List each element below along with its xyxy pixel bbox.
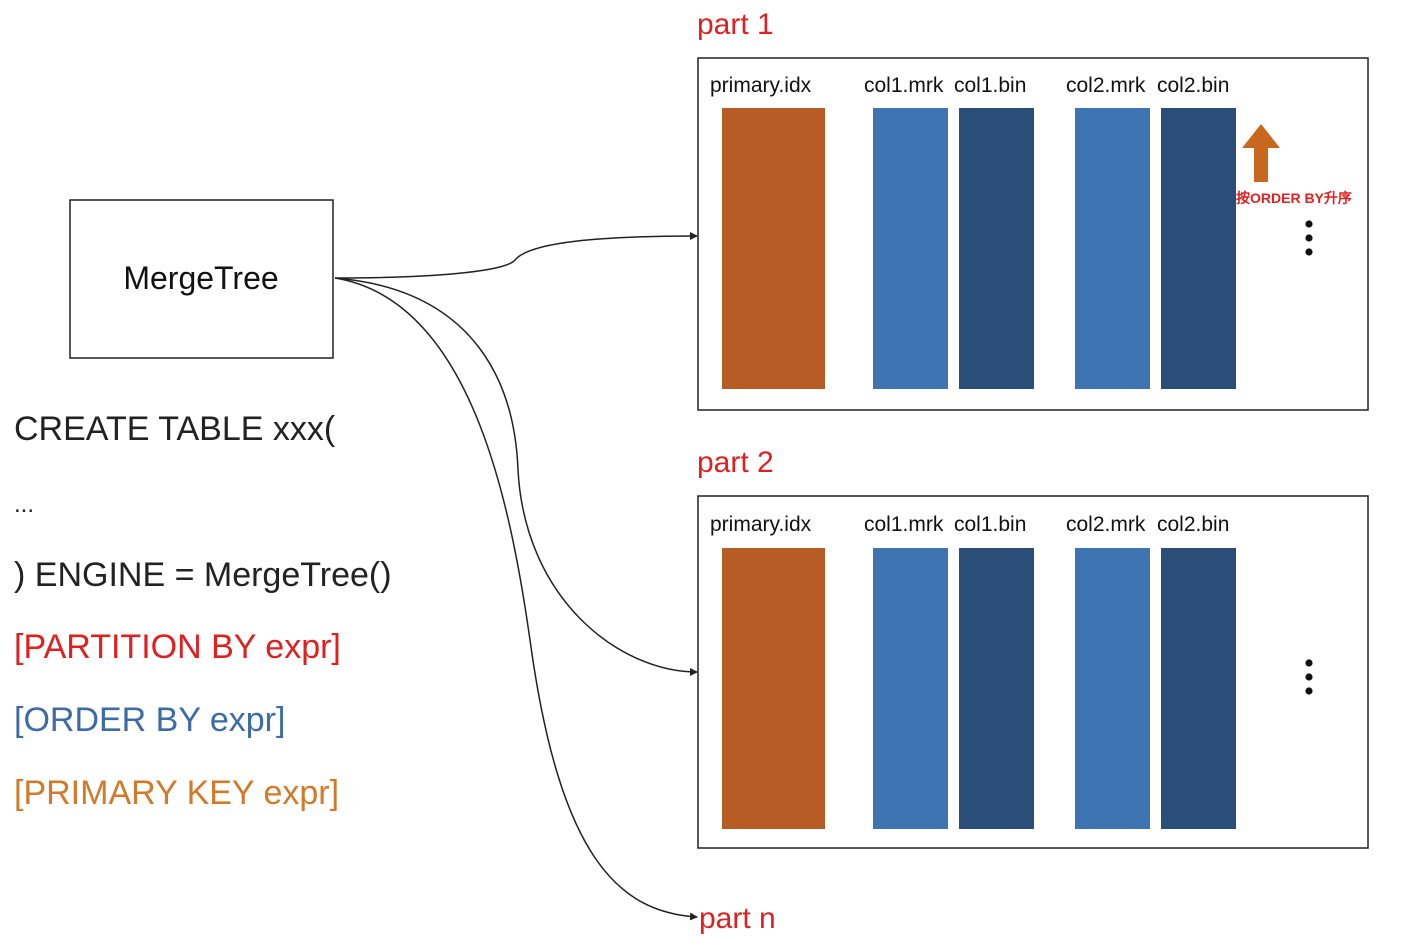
part-1-label-col1-bin: col1.bin — [954, 74, 1026, 97]
sql-line-engine: ) ENGINE = MergeTree() — [14, 556, 392, 594]
part-1-label-col1-mrk: col1.mrk — [864, 74, 944, 97]
part-1-bar-primary-idx — [722, 108, 825, 389]
part-1-more-icon — [1305, 220, 1313, 256]
part-2-title: part 2 — [697, 446, 774, 479]
part-2: part 2 primary.idx col1.mrk col1.bin col… — [697, 446, 1369, 849]
part-1-label-col2-mrk: col2.mrk — [1066, 74, 1146, 97]
part-1-label-col2-bin: col2.bin — [1157, 74, 1229, 97]
connector-part-1 — [334, 232, 698, 279]
connectors — [334, 232, 698, 921]
part-2-label-col2-mrk: col2.mrk — [1066, 513, 1146, 536]
part-2-more-icon — [1305, 659, 1313, 695]
part-1-bar-col1-mrk — [873, 108, 948, 389]
sql-line-order: [ORDER BY expr] — [14, 701, 285, 739]
part-1-order-note: 按ORDER BY升序 — [1236, 190, 1352, 206]
mergetree-box: MergeTree — [69, 199, 334, 359]
part-1-title: part 1 — [697, 8, 774, 41]
connector-part-2 — [334, 277, 698, 676]
part-2-bar-col2-mrk — [1075, 548, 1150, 829]
part-1-label-primary-idx: primary.idx — [710, 74, 812, 97]
part-n-title: part n — [699, 902, 776, 935]
part-1-bar-col2-mrk — [1075, 108, 1150, 389]
mergetree-box-label: MergeTree — [123, 260, 278, 296]
sql-line-partition: [PARTITION BY expr] — [14, 628, 341, 666]
part-1-bar-col1-bin — [959, 108, 1034, 389]
sql-line-ellipsis: ... — [14, 491, 34, 518]
sql-definition: CREATE TABLE xxx( ... ) ENGINE = MergeTr… — [14, 410, 392, 812]
part-2-bar-col2-bin — [1161, 548, 1236, 829]
part-2-label-primary-idx: primary.idx — [710, 513, 812, 536]
part-2-bar-primary-idx — [722, 548, 825, 829]
part-2-bar-col1-mrk — [873, 548, 948, 829]
part-1: part 1 primary.idx col1.mrk col1.bin col… — [697, 8, 1369, 411]
connector-part-n — [334, 277, 698, 921]
part-1-bar-col2-bin — [1161, 108, 1236, 389]
order-arrow-icon — [1242, 124, 1280, 182]
part-2-label-col1-bin: col1.bin — [954, 513, 1026, 536]
part-2-label-col2-bin: col2.bin — [1157, 513, 1229, 536]
sql-line-primary-key: [PRIMARY KEY expr] — [14, 774, 339, 812]
part-2-bar-col1-bin — [959, 548, 1034, 829]
part-2-label-col1-mrk: col1.mrk — [864, 513, 944, 536]
sql-line-create: CREATE TABLE xxx( — [14, 410, 336, 448]
